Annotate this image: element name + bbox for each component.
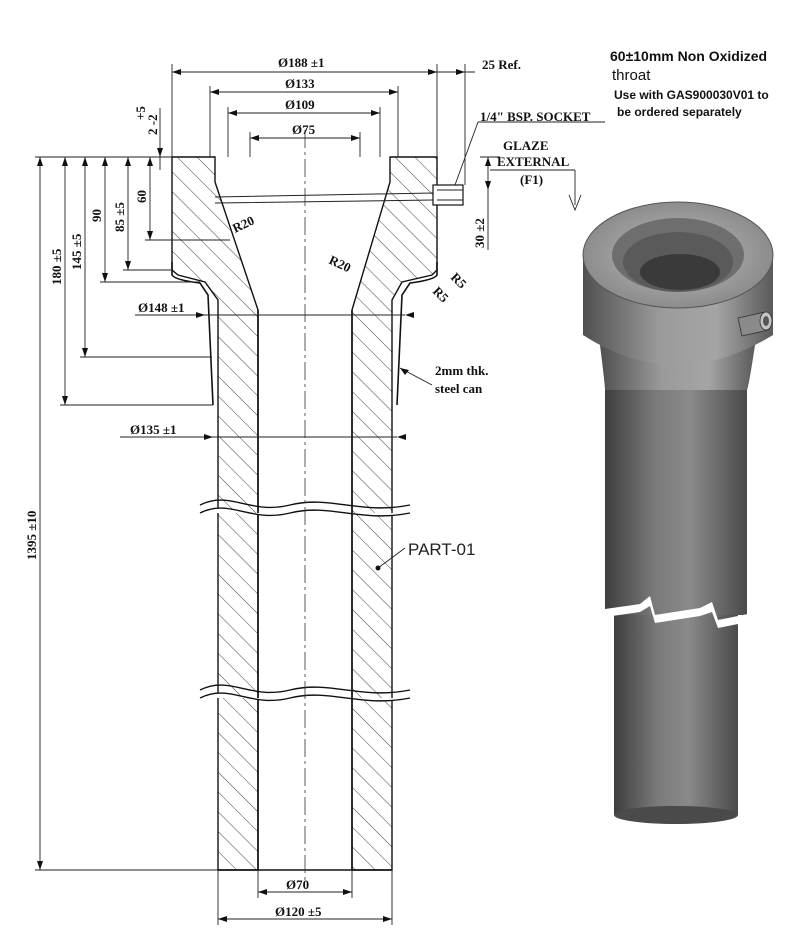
nozzle-3d-render bbox=[582, 201, 774, 824]
dim-h-30: 30 ±2 bbox=[472, 218, 487, 248]
note-throat-1: 60±10mm Non Oxidized bbox=[610, 48, 767, 64]
dim-ref-25: 25 Ref. bbox=[482, 57, 521, 72]
render-break bbox=[598, 596, 758, 628]
note-part: PART-01 bbox=[408, 540, 475, 559]
dim-dia-70: Ø70 bbox=[286, 877, 309, 892]
dim-tol-plus: +5 bbox=[133, 106, 148, 120]
dim-r5-a: R5 bbox=[448, 270, 470, 292]
dim-dia-135: Ø135 ±1 bbox=[130, 422, 177, 437]
dim-dia-75: Ø75 bbox=[292, 122, 316, 137]
note-glaze: GLAZE bbox=[503, 138, 549, 153]
dim-dia-148: Ø148 ±1 bbox=[138, 300, 185, 315]
right-wall-section bbox=[351, 156, 438, 871]
note-socket: 1/4" BSP. SOCKET bbox=[480, 109, 591, 124]
note-throat-2: throat bbox=[612, 67, 651, 84]
note-steel-can-1: 2mm thk. bbox=[435, 363, 488, 378]
dim-dia-133: Ø133 bbox=[285, 76, 315, 91]
notes: 1/4" BSP. SOCKET GLAZE EXTERNAL (F1) 2mm… bbox=[408, 48, 769, 559]
note-external: EXTERNAL bbox=[497, 154, 570, 169]
note-steel-can-2: steel can bbox=[435, 381, 483, 396]
dim-r20-a: R20 bbox=[230, 213, 257, 236]
dim-dia-188: Ø188 ±1 bbox=[278, 55, 325, 70]
dim-tol-minus: 2 -2 bbox=[145, 114, 160, 135]
dim-h-180: 180 ±5 bbox=[49, 248, 64, 285]
dim-h-90: 90 bbox=[89, 209, 104, 222]
break-line-upper bbox=[199, 499, 411, 509]
dim-h-1395: 1395 ±10 bbox=[24, 511, 39, 560]
dim-h-145: 145 ±5 bbox=[69, 233, 84, 270]
note-use-with-2: be ordered separately bbox=[617, 105, 742, 119]
note-f1: (F1) bbox=[520, 172, 543, 187]
section-view bbox=[171, 130, 464, 880]
note-use-with-1: Use with GAS900030V01 to bbox=[614, 88, 769, 102]
dim-r20-b: R20 bbox=[327, 252, 354, 275]
dim-h-85: 85 ±5 bbox=[112, 202, 127, 232]
dimension-lines bbox=[35, 64, 605, 925]
dim-h-60: 60 bbox=[134, 190, 149, 203]
arrowheads bbox=[37, 69, 491, 922]
dim-dia-109: Ø109 bbox=[285, 97, 315, 112]
dim-dia-120: Ø120 ±5 bbox=[275, 904, 322, 919]
dim-r5-b: R5 bbox=[430, 284, 452, 306]
left-wall-section bbox=[171, 156, 259, 871]
break-line-lower bbox=[199, 684, 411, 694]
